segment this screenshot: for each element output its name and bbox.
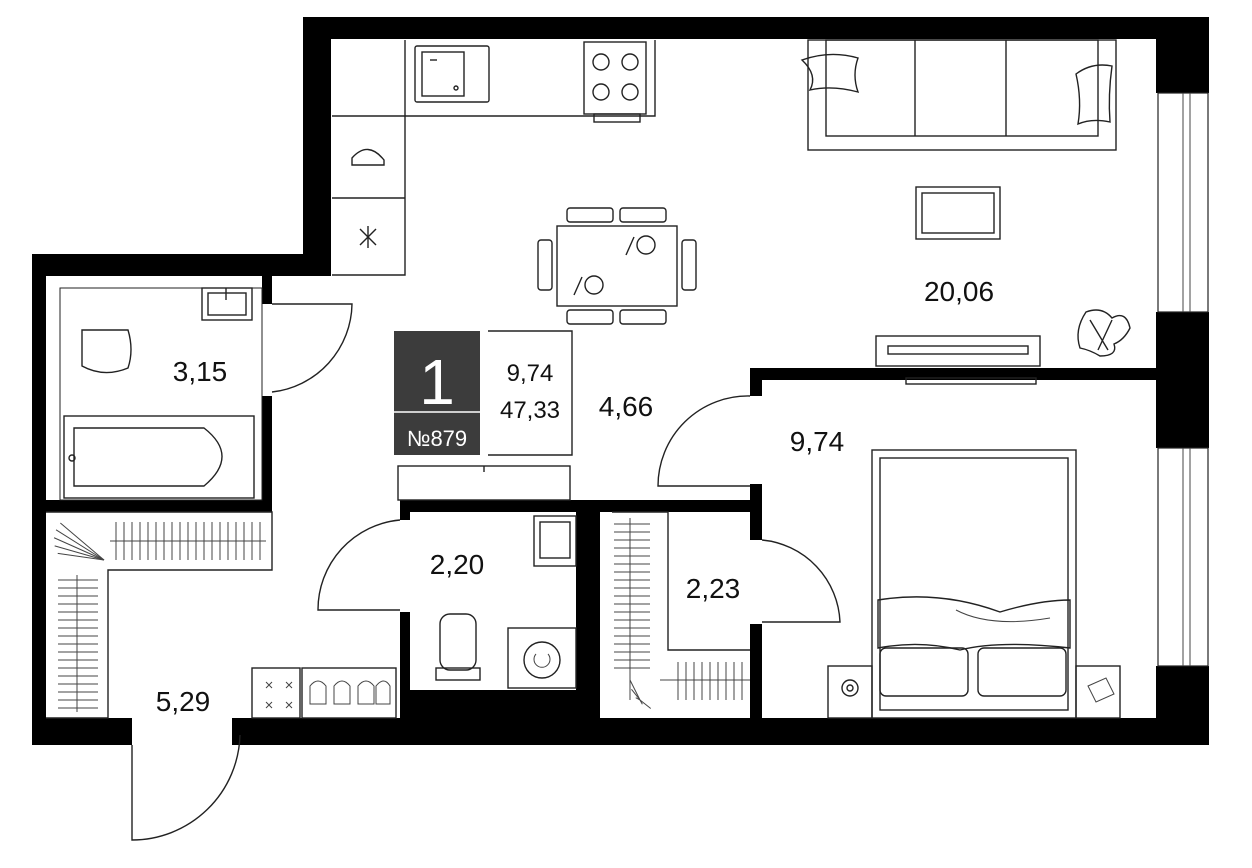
total-area: 47,33: [500, 397, 560, 424]
walls: [32, 17, 1209, 745]
living-area: 9,74: [507, 360, 554, 387]
area-wardrobe: 2,23: [686, 573, 741, 604]
rooms-count: 1: [419, 346, 455, 418]
doors: [131, 303, 841, 841]
badge-background: [394, 331, 480, 455]
area-bedroom: 9,74: [790, 426, 845, 457]
apartment-badge: 1 №879 9,74 47,33: [394, 330, 573, 456]
badge-frame: [488, 330, 573, 456]
area-bathroom: 3,15: [173, 356, 228, 387]
windows: [1157, 92, 1209, 667]
hall-console: [397, 465, 571, 501]
dining-table: [537, 207, 697, 325]
sofa: [800, 39, 1117, 151]
toilet-fixtures: [435, 515, 577, 689]
apartment-number: №879: [407, 426, 467, 451]
area-living-kitchen: 20,06: [924, 276, 994, 307]
entrance-wardrobe: [46, 511, 273, 719]
room-area-labels: 20,06 3,15 4,66 9,74 2,20 2,23 5,29: [156, 276, 994, 717]
area-entrance: 5,29: [156, 686, 211, 717]
bathroom-fixtures: [59, 287, 263, 501]
area-toilet: 2,20: [430, 549, 485, 580]
walkin-wardrobe: [612, 511, 750, 709]
bedroom-furniture: [827, 377, 1121, 719]
living-furniture: [875, 186, 1131, 367]
shoe-cabinet: [251, 667, 397, 719]
kitchen-counter: [332, 40, 656, 276]
area-hallway: 4,66: [599, 391, 654, 422]
